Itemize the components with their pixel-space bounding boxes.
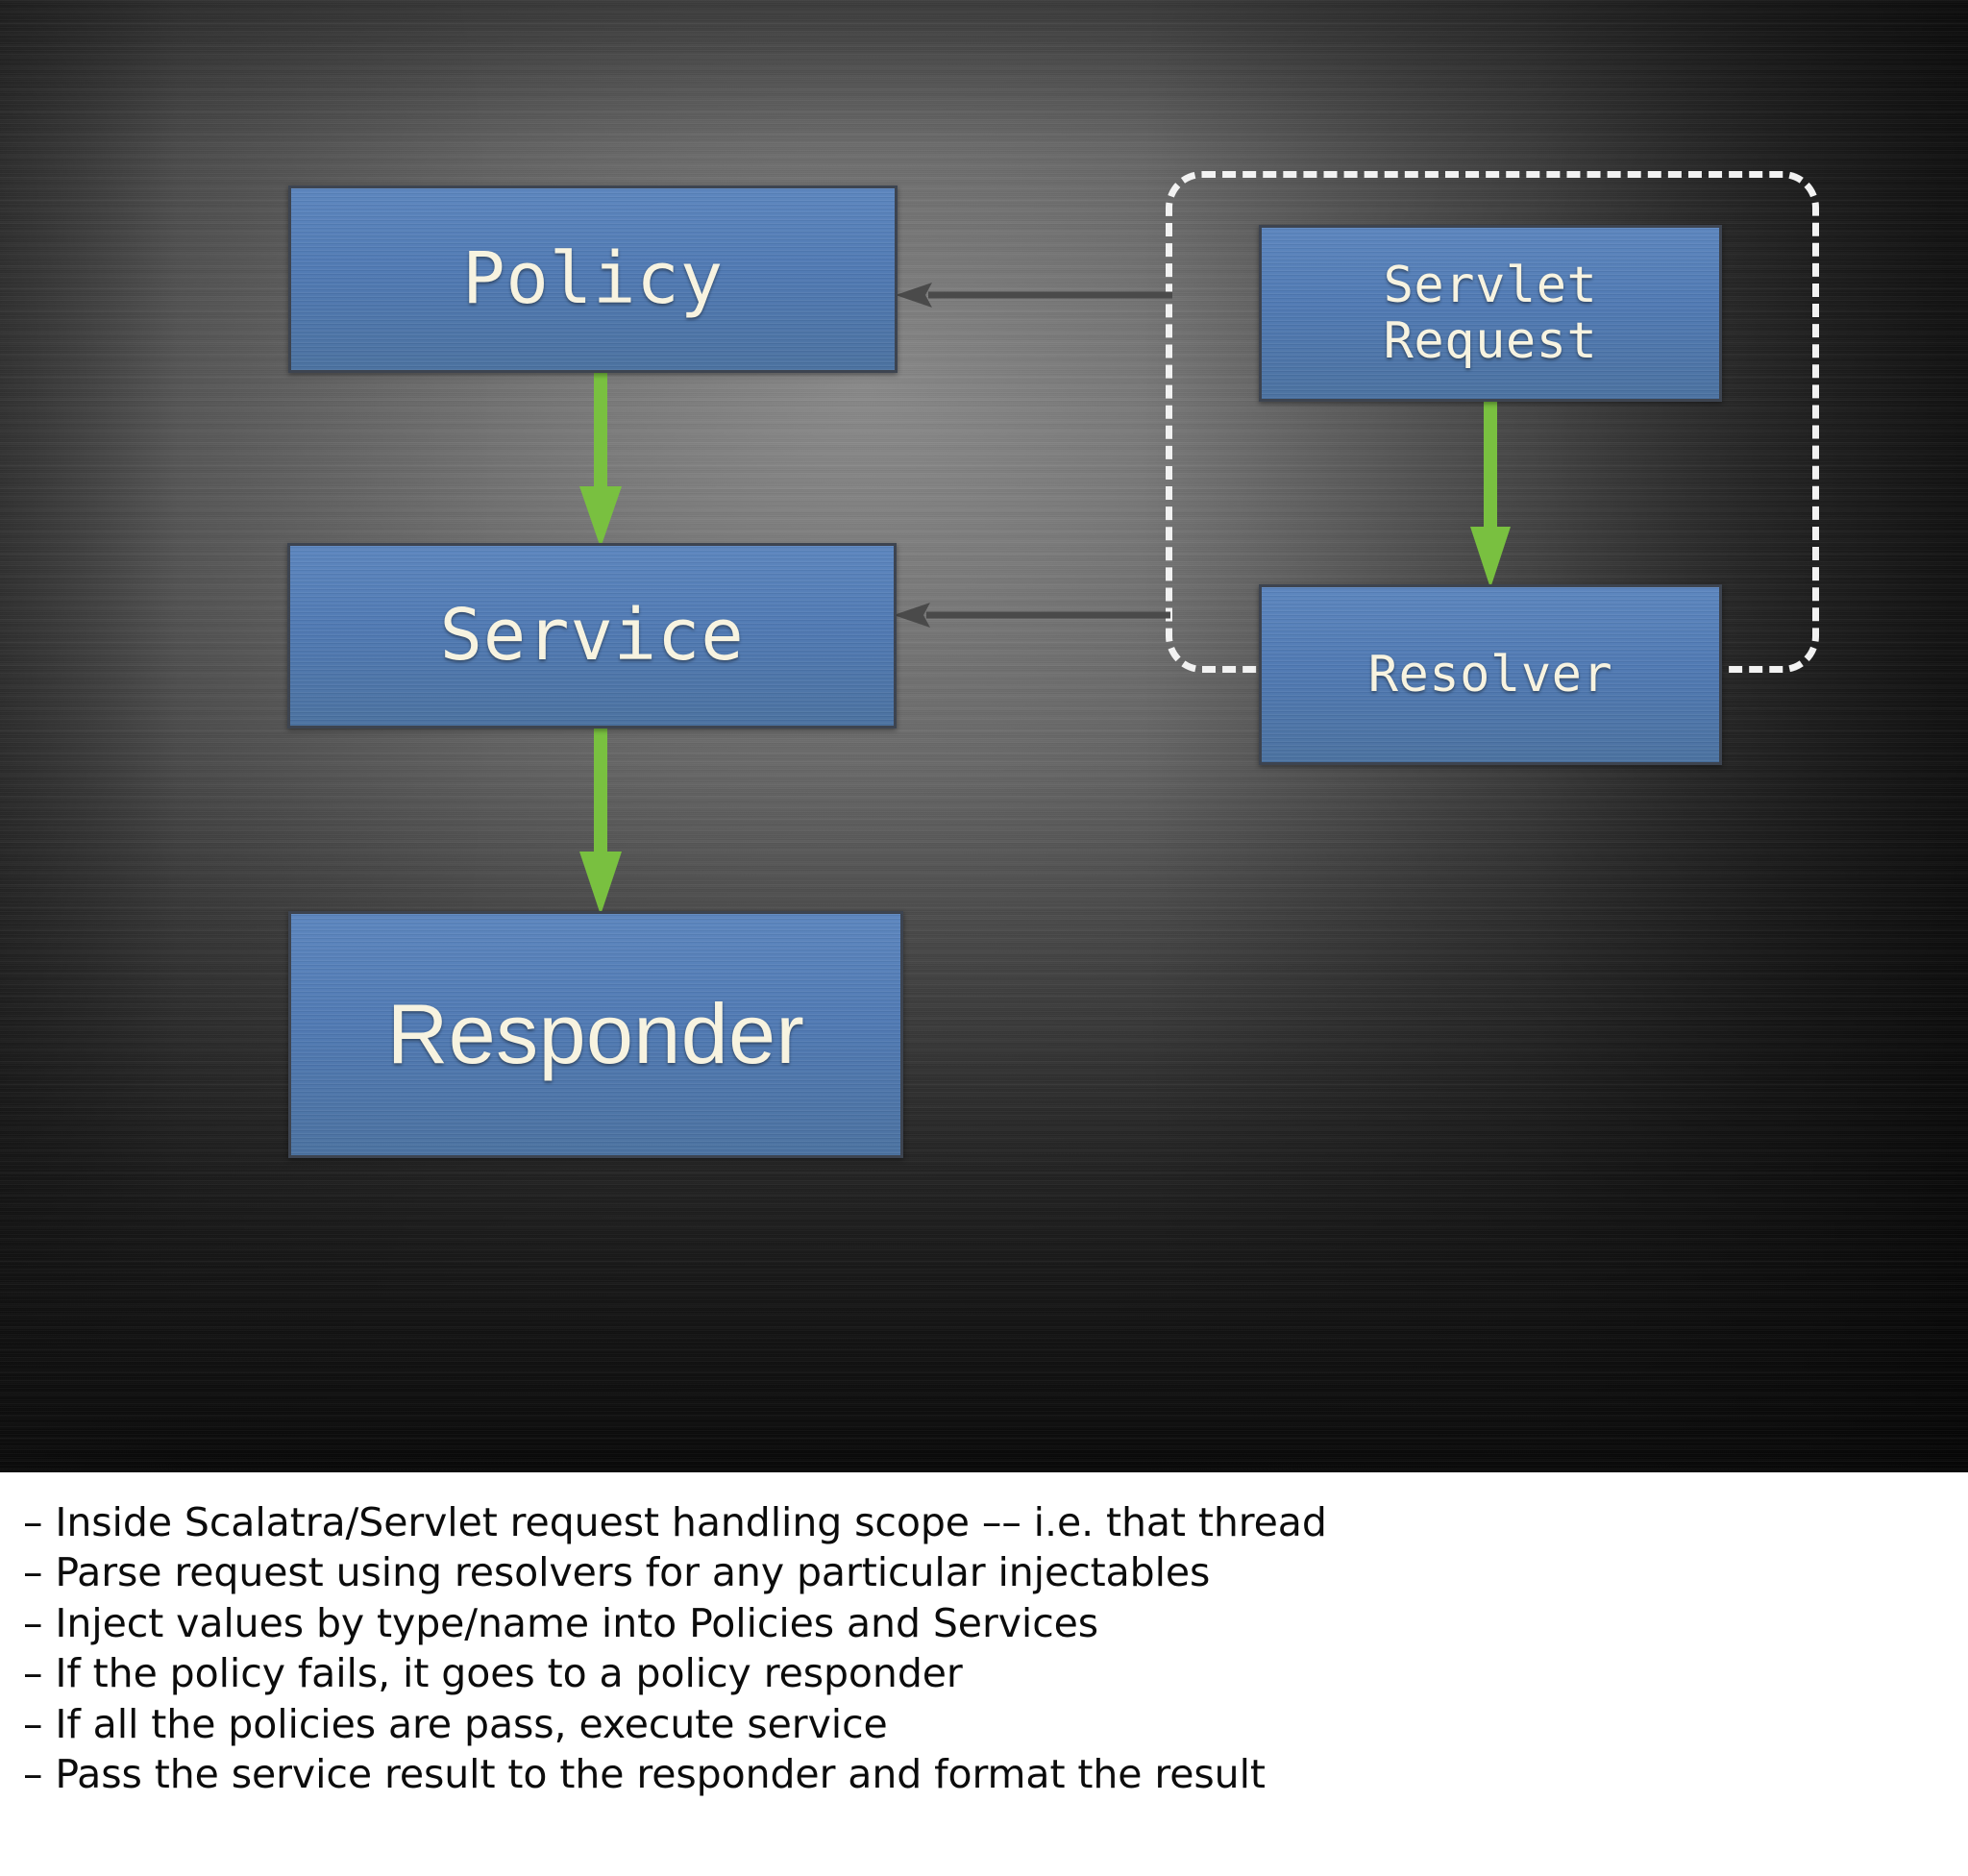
node-resolver-label: Resolver (1367, 645, 1613, 704)
node-servlet-request-label-line1: Servlet (1383, 256, 1598, 314)
presenter-notes-pane: – Inside Scalatra/Servlet request handli… (0, 1472, 1968, 1876)
slide-canvas: Policy Service Responder Servlet Request… (0, 0, 1968, 1472)
note-line: – If the policy fails, it goes to a poli… (23, 1650, 963, 1697)
node-service[interactable]: Service (287, 543, 897, 728)
note-line: – Parse request using resolvers for any … (23, 1549, 1211, 1596)
node-policy-label: Policy (462, 237, 724, 321)
node-service-label: Service (439, 594, 745, 678)
node-responder-label: Responder (386, 986, 805, 1082)
arrow-scope-to-policy (894, 278, 1172, 312)
note-line: – Pass the service result to the respond… (23, 1751, 1266, 1798)
node-policy[interactable]: Policy (288, 185, 898, 373)
arrow-servlet-request-to-resolver (1463, 402, 1518, 590)
arrow-service-to-responder (572, 728, 629, 917)
arrow-scope-to-service (892, 598, 1170, 632)
note-line: – If all the policies are pass, execute … (23, 1700, 888, 1747)
node-servlet-request-label: Servlet Request (1384, 258, 1598, 369)
node-servlet-request-label-line2: Request (1383, 312, 1598, 370)
arrow-policy-to-service (572, 373, 629, 550)
note-line: – Inside Scalatra/Servlet request handli… (23, 1499, 1327, 1545)
note-line: – Inject values by type/name into Polici… (23, 1599, 1099, 1646)
node-responder[interactable]: Responder (288, 911, 903, 1158)
node-servlet-request[interactable]: Servlet Request (1259, 225, 1722, 402)
node-resolver[interactable]: Resolver (1259, 584, 1722, 765)
